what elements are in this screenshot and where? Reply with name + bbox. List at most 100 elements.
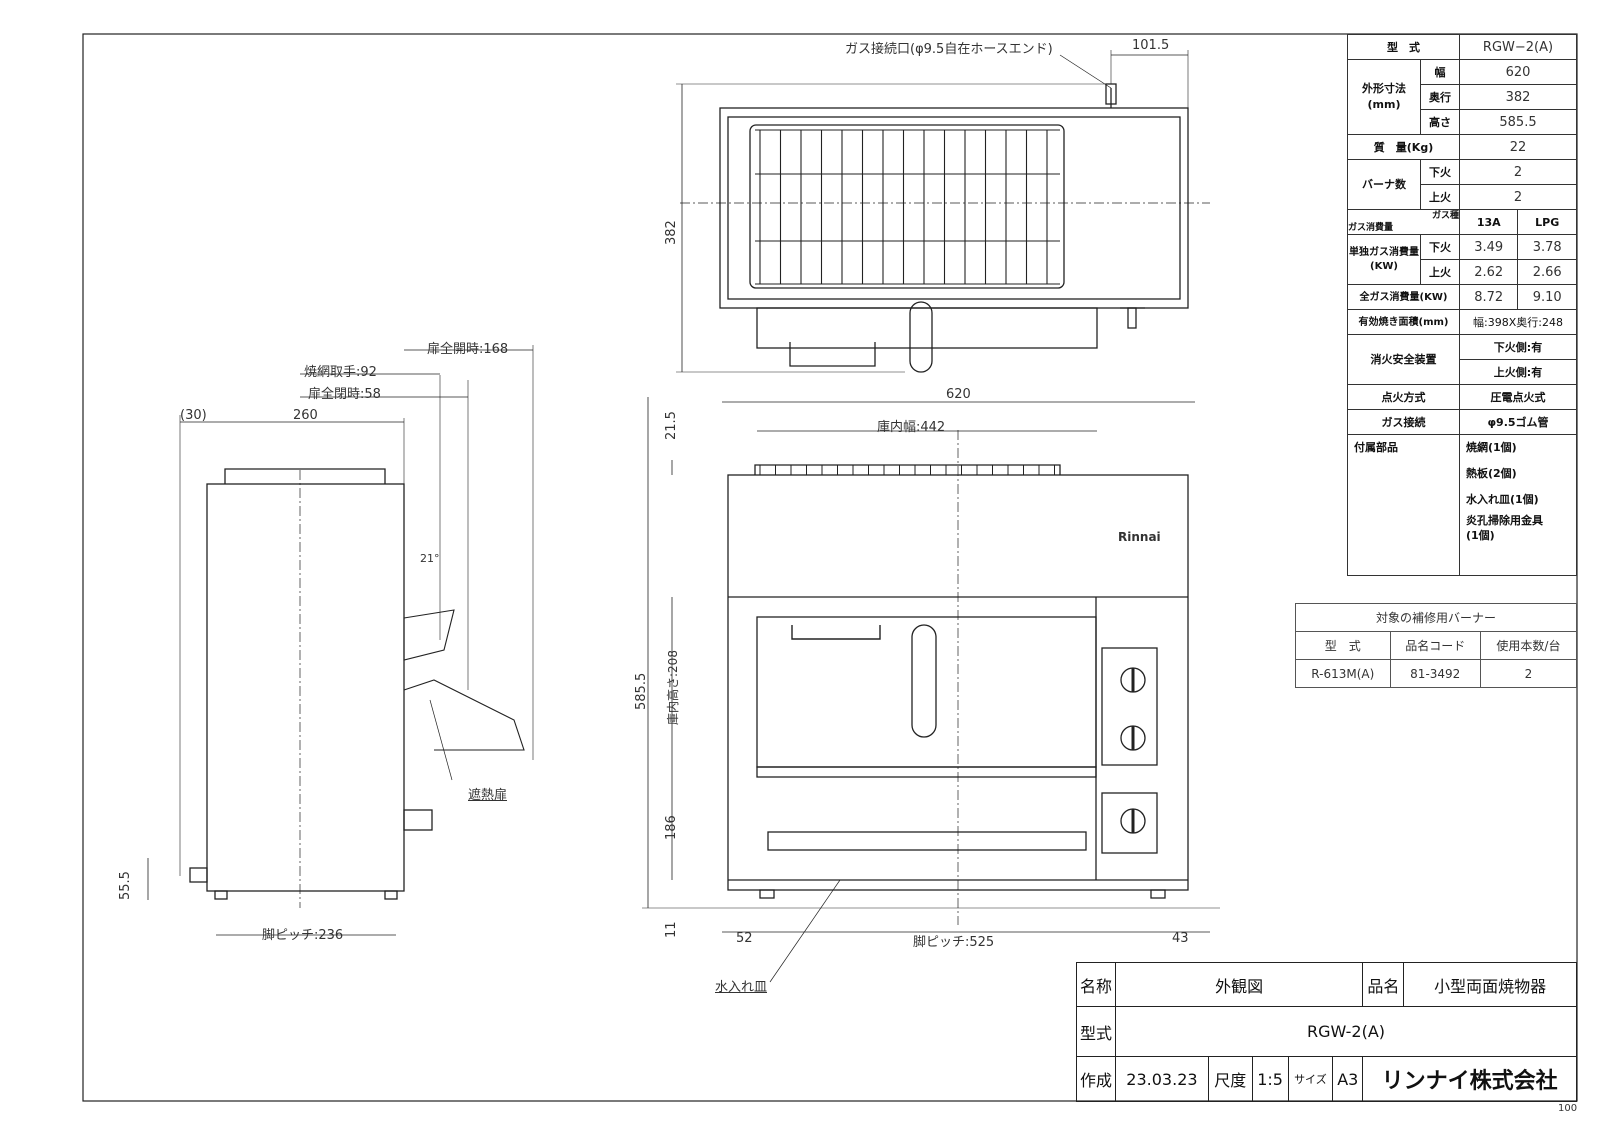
spec-width: 620 <box>1459 59 1577 85</box>
front-view <box>642 397 1220 983</box>
water-tray-label: 水入れ皿 <box>715 980 768 995</box>
spec-total-13a: 8.72 <box>1458 284 1519 310</box>
burner-table-caption: 対象の補修用バーナー <box>1295 603 1577 632</box>
burner-col-count: 使用本数/台 <box>1479 631 1578 660</box>
grill-bars-top <box>759 130 1048 284</box>
gas-inlet-label: ガス接続口(φ9.5自在ホースエンド) <box>845 42 1053 57</box>
door-full-open-label: 扉全開時:168 <box>427 342 509 357</box>
dim-585-5: 585.5 <box>634 672 649 710</box>
scale-label: 尺度 <box>1207 1056 1253 1102</box>
dim-43: 43 <box>1172 931 1189 946</box>
dim-11: 11 <box>664 921 679 938</box>
created-value: 23.03.23 <box>1115 1056 1209 1102</box>
dim-30: (30) <box>180 408 207 423</box>
spec-total-label: 全ガス消費量(KW) <box>1347 284 1460 310</box>
spec-single-upper-13a: 2.62 <box>1458 259 1519 285</box>
spec-mass-label: 質 量(Kg) <box>1347 134 1460 160</box>
inner-width-label: 庫内幅:442 <box>877 420 946 435</box>
model-value: RGW-2(A) <box>1115 1006 1577 1057</box>
spec-width-label: 幅 <box>1420 59 1460 85</box>
dim-382: 382 <box>664 220 679 245</box>
spec-single-upper-lpg: 2.66 <box>1517 259 1577 285</box>
spec-safety-label: 消火安全装置 <box>1347 334 1460 385</box>
spec-gas-lpg: LPG <box>1517 209 1577 235</box>
spec-burners-lower-label: 下火 <box>1420 159 1460 185</box>
spec-accessories-label: 付属部品 <box>1347 434 1460 576</box>
name-value: 外観図 <box>1114 962 1364 1007</box>
size-label: サイズ <box>1287 1056 1334 1102</box>
brand-logo: Rinnai <box>1118 530 1161 544</box>
grill-net-top <box>755 129 1060 285</box>
name-label: 名称 <box>1076 962 1116 1007</box>
burner-col-model: 型 式 <box>1295 631 1391 660</box>
accessory-item: 焼網(1個) <box>1466 441 1517 454</box>
dim-21-5: 21.5 <box>664 411 679 440</box>
spec-mass: 22 <box>1459 134 1577 160</box>
dim-52: 52 <box>736 931 753 946</box>
spec-height: 585.5 <box>1459 109 1577 135</box>
spec-model-label: 型 式 <box>1347 34 1460 60</box>
sheet-number: 100 <box>1558 1103 1578 1114</box>
sheet-border <box>82 33 1578 1102</box>
grill-bars-front <box>759 465 1055 475</box>
dim-260: 260 <box>293 408 318 423</box>
angle-label: 21° <box>420 552 440 565</box>
spec-gas-type-label: ガス種 <box>1431 211 1459 221</box>
spec-dims-label: 外形寸法 (mm) <box>1347 59 1421 135</box>
accessory-item: 炎孔掃除用金具 (1個) <box>1466 514 1543 542</box>
product-value: 小型両面焼物器 <box>1403 962 1577 1007</box>
spec-single-upper-label: 上火 <box>1420 259 1460 285</box>
dim-620: 620 <box>946 387 971 402</box>
model-label: 型式 <box>1076 1006 1116 1057</box>
burner-col-code: 品名コード <box>1389 631 1481 660</box>
dim-55-5: 55.5 <box>118 871 133 900</box>
spec-height-label: 高さ <box>1420 109 1460 135</box>
spec-total-lpg: 9.10 <box>1517 284 1577 310</box>
scale-value: 1:5 <box>1251 1056 1289 1102</box>
size-value: A3 <box>1332 1056 1364 1102</box>
accessory-item: 水入れ皿(1個) <box>1466 493 1539 506</box>
spec-gas-conn: φ9.5ゴム管 <box>1459 409 1577 435</box>
spec-ignition-label: 点火方式 <box>1347 384 1460 410</box>
spec-gas-13a: 13A <box>1458 209 1519 235</box>
door-closed-label: 扉全閉時:58 <box>308 387 381 402</box>
spec-single-lower-lpg: 3.78 <box>1517 234 1577 260</box>
leg-pitch-front: 脚ピッチ:525 <box>913 935 995 950</box>
created-label: 作成 <box>1076 1056 1116 1102</box>
top-view <box>676 50 1210 373</box>
spec-burners-lower: 2 <box>1459 159 1577 185</box>
burner-code: 81-3492 <box>1389 659 1481 688</box>
spec-effective-label: 有効焼き面積(mm) <box>1347 309 1460 335</box>
title-block: 名称 外観図 品名 小型両面焼物器 型式 RGW-2(A) 作成 23.03.2… <box>1076 962 1577 1102</box>
dim-101-5: 101.5 <box>1132 38 1170 53</box>
spec-gas-consumption-label: ガス消費量 <box>1348 223 1394 233</box>
leg-pitch-side: 脚ピッチ:236 <box>262 928 344 943</box>
heat-shield-label: 遮熱扉 <box>468 788 508 803</box>
spec-model-value: RGW−2(A) <box>1459 34 1577 60</box>
spec-burners-upper: 2 <box>1459 184 1577 210</box>
spec-safety-upper: 上火側:有 <box>1459 359 1577 385</box>
spec-depth-label: 奥行 <box>1420 84 1460 110</box>
spec-effective: 幅:398X奥行:248 <box>1459 309 1577 335</box>
accessory-item: 熱板(2個) <box>1466 467 1517 480</box>
spec-depth: 382 <box>1459 84 1577 110</box>
spec-safety-lower: 下火側:有 <box>1459 334 1577 360</box>
spec-single-label: 単独ガス消費量(KW) <box>1347 234 1421 285</box>
side-view <box>147 345 534 936</box>
burner-count: 2 <box>1479 659 1578 688</box>
burner-table: 対象の補修用バーナー 型 式品名コード使用本数/台 R-613M(A)81-34… <box>1295 603 1578 688</box>
spec-burners-upper-label: 上火 <box>1420 184 1460 210</box>
spec-single-lower-label: 下火 <box>1420 234 1460 260</box>
spec-ignition: 圧電点火式 <box>1459 384 1577 410</box>
grill-handle-label: 焼網取手:92 <box>304 365 377 380</box>
dim-186: 186 <box>664 815 679 840</box>
spec-single-lower-13a: 3.49 <box>1458 234 1519 260</box>
inner-height-label: 庫内高さ:208 <box>666 650 680 725</box>
product-label: 品名 <box>1362 962 1405 1007</box>
spec-burners-label: バーナ数 <box>1347 159 1421 210</box>
burner-model: R-613M(A) <box>1295 659 1391 688</box>
company-name: リンナイ株式会社 <box>1362 1056 1577 1102</box>
spec-gas-conn-label: ガス接続 <box>1347 409 1460 435</box>
